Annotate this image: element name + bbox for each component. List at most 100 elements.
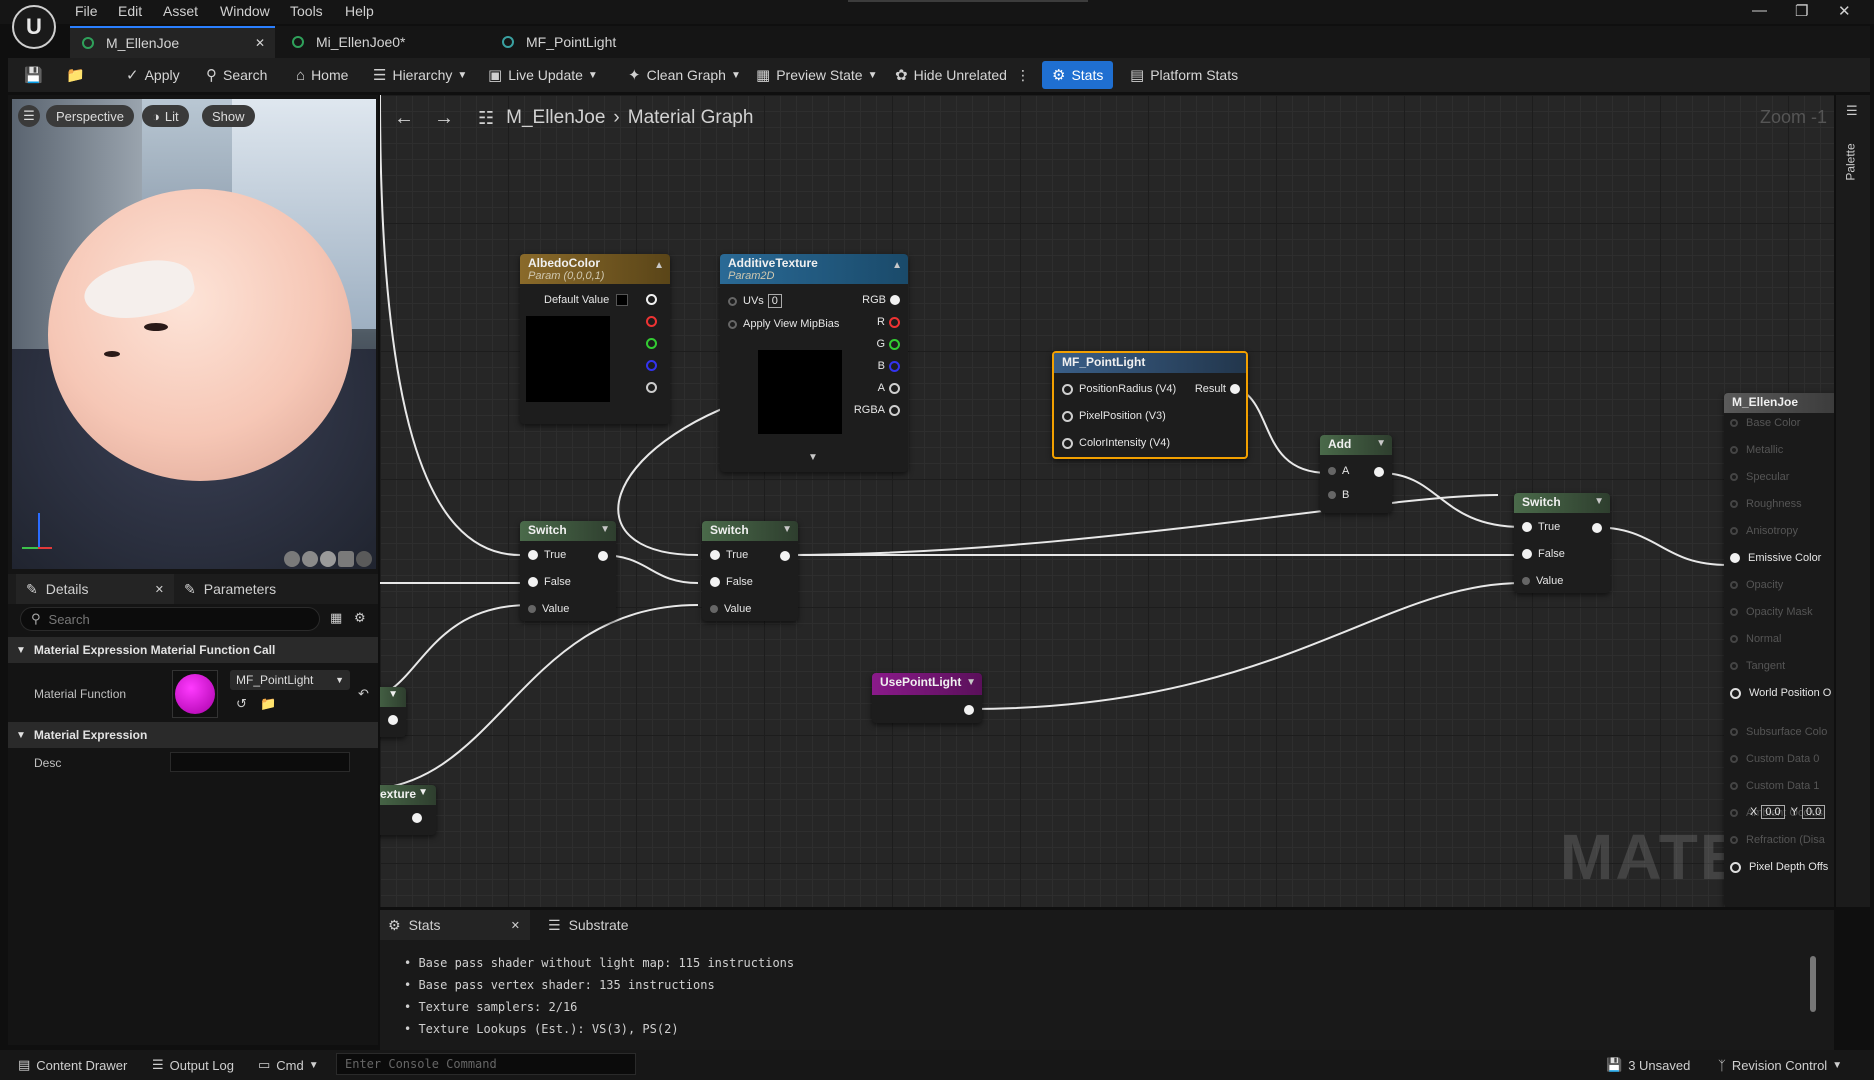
output-pin[interactable]: [964, 705, 974, 715]
close-tab-icon[interactable]: ✕: [510, 919, 520, 932]
hide-unrelated-button[interactable]: ✿Hide Unrelated: [895, 64, 1007, 86]
node-switch-1[interactable]: Switch ▼ True False Value: [520, 521, 616, 621]
input-pin[interactable]: [1328, 467, 1336, 475]
tab-mi-ellenjoe[interactable]: Mi_EllenJoe0*: [292, 26, 482, 58]
input-pin[interactable]: [1730, 809, 1738, 817]
output-pin[interactable]: [388, 715, 398, 725]
output-pin[interactable]: [598, 551, 608, 561]
input-pin[interactable]: [528, 550, 538, 560]
r-out[interactable]: R: [877, 316, 900, 328]
chevron-down-icon[interactable]: ▼: [1376, 438, 1386, 449]
mipbias-pin[interactable]: Apply View MipBias: [728, 318, 839, 330]
result-input-pin[interactable]: Custom Data 0: [1730, 753, 1819, 765]
input-pin[interactable]: [1730, 635, 1738, 643]
tab-substrate[interactable]: ☰Substrate: [548, 910, 629, 940]
breadcrumb-leaf[interactable]: Material Graph: [627, 107, 754, 128]
result-input-pin[interactable]: Specular: [1730, 471, 1789, 483]
output-pin[interactable]: [889, 382, 900, 394]
output-pin[interactable]: [889, 316, 900, 328]
back-arrow-icon[interactable]: ←: [394, 106, 414, 129]
tab-m-ellenjoe[interactable]: M_EllenJoe ✕: [70, 26, 275, 58]
color-swatch[interactable]: [616, 294, 628, 306]
live-update-button[interactable]: ▣Live Update▼: [488, 64, 598, 86]
wpo-y-input[interactable]: 0.0: [1801, 805, 1826, 819]
tab-parameters[interactable]: ✎Parameters: [184, 574, 276, 604]
tab-stats[interactable]: ⚙Stats✕: [380, 910, 530, 940]
output-pin-a[interactable]: [646, 382, 657, 393]
palette-tab[interactable]: Palette: [1843, 143, 1858, 181]
output-log-button[interactable]: ☰Output Log: [152, 1055, 234, 1075]
input-pin[interactable]: [1522, 577, 1530, 585]
material-function-dropdown[interactable]: MF_PointLight▼: [230, 670, 350, 690]
result-input-pin[interactable]: Emissive Color: [1730, 552, 1821, 564]
viewport-menu-icon[interactable]: ☰: [18, 105, 40, 127]
menu-asset[interactable]: Asset: [163, 3, 199, 19]
input-pin[interactable]: [1062, 410, 1073, 422]
output-pin[interactable]: [1374, 467, 1384, 477]
table-view-icon[interactable]: ▦: [330, 610, 343, 625]
collapse-node-icon[interactable]: ▲: [654, 260, 664, 271]
node-switch-3[interactable]: Switch ▼ True False Value: [1514, 493, 1610, 593]
gear-icon[interactable]: ⚙: [354, 610, 366, 625]
output-pin[interactable]: [889, 338, 900, 350]
close-tab-icon[interactable]: ✕: [254, 36, 265, 50]
home-button[interactable]: ⌂Home: [296, 64, 348, 86]
input-pin[interactable]: [1522, 549, 1532, 559]
stats-button[interactable]: ⚙Stats: [1042, 61, 1114, 89]
restore-icon[interactable]: ❐: [1795, 3, 1809, 20]
lit-button[interactable]: ◑Lit: [142, 105, 189, 127]
minimize-icon[interactable]: —: [1752, 2, 1767, 19]
input-pin[interactable]: [1730, 728, 1738, 736]
node-use-point-light[interactable]: UsePointLight ▼: [872, 673, 982, 723]
preview-state-button[interactable]: ▦Preview State▼: [756, 64, 877, 86]
details-search-input[interactable]: ⚲Search: [20, 607, 320, 631]
output-pin[interactable]: [889, 404, 900, 416]
add-b-pin[interactable]: B: [1328, 489, 1349, 501]
result-input-pin[interactable]: Normal: [1730, 633, 1781, 645]
result-input-pin[interactable]: Anisotropy: [1730, 525, 1798, 537]
close-tab-icon[interactable]: ✕: [154, 583, 164, 596]
node-mf-pointlight[interactable]: MF_PointLight PositionRadius (V4) PixelP…: [1052, 351, 1248, 459]
output-pin[interactable]: [1592, 523, 1602, 533]
result-input-pin[interactable]: Roughness: [1730, 498, 1802, 510]
result-input-pin[interactable]: Refraction (Disa: [1730, 834, 1825, 846]
result-input-pin[interactable]: Opacity: [1730, 579, 1783, 591]
show-button[interactable]: Show: [202, 105, 255, 127]
result-input-pin[interactable]: Subsurface Colo: [1730, 726, 1827, 738]
menu-file[interactable]: File: [75, 3, 98, 19]
output-pin-b[interactable]: [646, 360, 657, 371]
input-pin[interactable]: [1730, 687, 1741, 699]
preview-mesh-selector[interactable]: [284, 551, 372, 567]
material-graph-canvas[interactable]: ← → ☷ M_EllenJoe › Material Graph Zoom -…: [380, 95, 1834, 907]
result-out[interactable]: Result: [1195, 383, 1240, 395]
input-pin[interactable]: [728, 319, 737, 329]
input-pin[interactable]: [1730, 662, 1738, 670]
input-pin[interactable]: [1730, 500, 1738, 508]
add-a-pin[interactable]: A: [1328, 465, 1349, 477]
platform-stats-button[interactable]: ▤Platform Stats: [1130, 64, 1238, 86]
menu-tools[interactable]: Tools: [290, 3, 323, 19]
palette-menu-icon[interactable]: ☰: [1846, 103, 1858, 118]
input-pin[interactable]: [710, 550, 720, 560]
input-pin[interactable]: [728, 296, 737, 306]
input-pin[interactable]: [1730, 473, 1738, 481]
plane-icon[interactable]: [320, 551, 336, 567]
pixel-position-pin[interactable]: PixelPosition (V3): [1062, 410, 1166, 422]
collapse-node-icon[interactable]: ▲: [892, 260, 902, 271]
chevron-down-icon[interactable]: ▼: [600, 524, 610, 535]
node-partial-texture[interactable]: exture▼: [380, 785, 436, 835]
material-function-thumbnail[interactable]: [172, 670, 218, 718]
input-pin[interactable]: [1730, 782, 1738, 790]
output-pin-g[interactable]: [646, 338, 657, 349]
chevron-down-icon[interactable]: ▼: [782, 524, 792, 535]
output-pin[interactable]: [412, 813, 422, 823]
cube-icon[interactable]: [338, 551, 354, 567]
save-icon[interactable]: 💾: [24, 67, 43, 84]
cylinder-icon[interactable]: [284, 551, 300, 567]
hierarchy-button[interactable]: ☰Hierarchy▼: [373, 64, 467, 86]
input-pin[interactable]: [1730, 419, 1738, 427]
use-selected-icon[interactable]: ↺: [236, 696, 247, 711]
unreal-logo-icon[interactable]: U: [12, 5, 56, 49]
